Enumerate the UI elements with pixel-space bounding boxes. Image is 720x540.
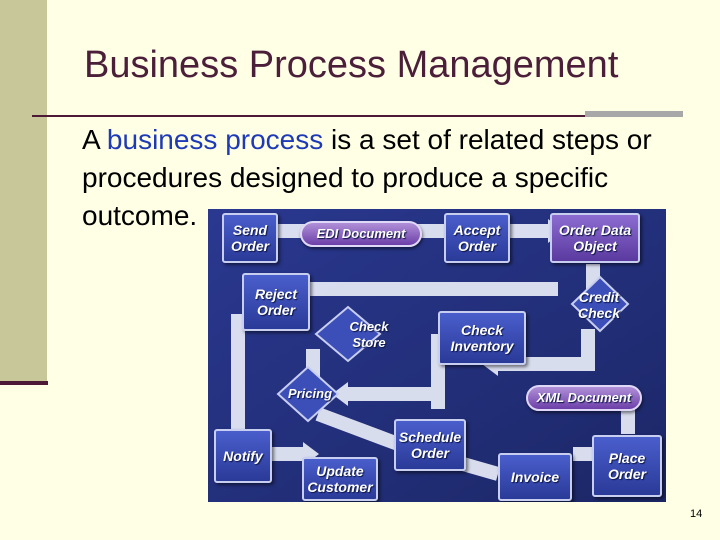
body-paragraph: A business process is a set of related s… xyxy=(82,121,662,235)
node-check-inventory: Check Inventory xyxy=(438,311,526,365)
node-update-customer: Update Customer xyxy=(302,457,378,501)
node-invoice: Invoice xyxy=(498,453,572,501)
node-xml-document: XML Document xyxy=(526,385,642,411)
node-schedule-order: Schedule Order xyxy=(394,419,466,471)
node-reject-order: Reject Order xyxy=(242,273,310,331)
left-accent-band xyxy=(0,0,47,383)
business-process-diagram: Send Order EDI Document Accept Order Ord… xyxy=(208,209,666,502)
node-place-order: Place Order xyxy=(592,435,662,497)
body-keyword: business process xyxy=(106,124,324,155)
node-send-order: Send Order xyxy=(222,213,278,263)
node-credit-check: Credit Check xyxy=(577,289,621,321)
slide-number: 14 xyxy=(690,508,703,520)
node-order-data-object: Order Data Object xyxy=(550,213,640,263)
node-check-store: Check Store xyxy=(349,319,389,350)
left-accent-line xyxy=(0,381,48,385)
node-accept-order: Accept Order xyxy=(444,213,510,263)
body-rest: is a set of related steps or procedures … xyxy=(82,124,652,231)
node-notify: Notify xyxy=(214,429,272,483)
title-divider-accent xyxy=(585,111,683,117)
title-divider xyxy=(32,115,682,117)
body-prefix: A xyxy=(82,124,107,155)
slide-title: Business Process Management xyxy=(84,44,619,86)
node-pricing: Pricing xyxy=(287,386,333,401)
node-edi-document: EDI Document xyxy=(300,221,422,247)
